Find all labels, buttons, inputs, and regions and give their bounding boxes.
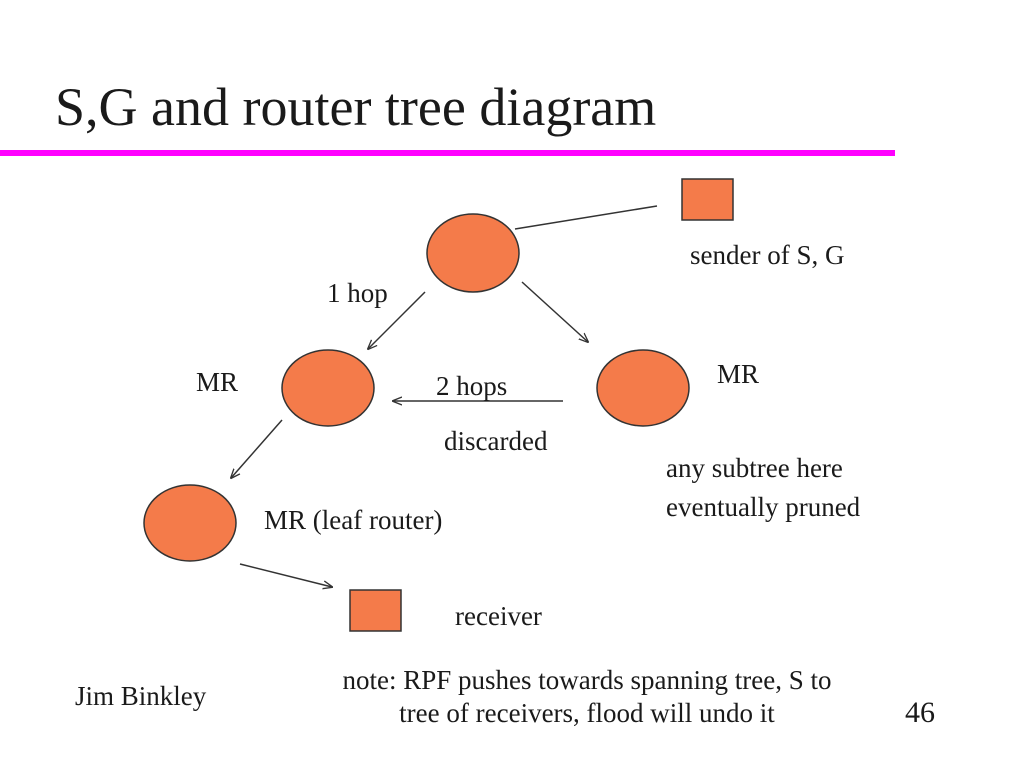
footer-note-line2: tree of receivers, flood will undo it (399, 697, 775, 728)
right-mr-node (596, 349, 690, 427)
sender-link-line (514, 205, 658, 230)
subtree-label-line1: any subtree here (666, 453, 843, 483)
discarded-label: discarded (444, 426, 548, 456)
receiver-node (349, 589, 402, 632)
arrow-leaf-to-receiver (239, 563, 332, 587)
footer-note: note: RPF pushes towards spanning tree, … (262, 664, 912, 730)
arrow-left-mr-to-leaf (231, 419, 283, 478)
arrow-root-to-right-mr (521, 281, 588, 342)
leaf-router-node (143, 484, 237, 562)
arrow-root-to-left-mr (368, 291, 426, 349)
sender-label: sender of S, G (690, 240, 845, 270)
right-mr-label: MR (717, 359, 760, 389)
footer-note-line1: note: RPF pushes towards spanning tree, … (342, 665, 832, 695)
root-router-node (426, 213, 520, 293)
subtree-label-line2: eventually pruned (666, 492, 861, 522)
title-underline (0, 150, 895, 156)
author-name: Jim Binkley (75, 681, 207, 711)
one-hop-label: 1 hop (327, 278, 388, 308)
left-mr-node (281, 349, 375, 427)
two-hops-label: 2 hops (436, 371, 508, 401)
left-mr-label: MR (196, 367, 239, 397)
receiver-label: receiver (455, 601, 542, 631)
slide-title: S,G and router tree diagram (55, 77, 657, 137)
page-number: 46 (905, 696, 935, 729)
sender-node (681, 178, 734, 221)
leaf-router-label: MR (leaf router) (264, 505, 443, 535)
